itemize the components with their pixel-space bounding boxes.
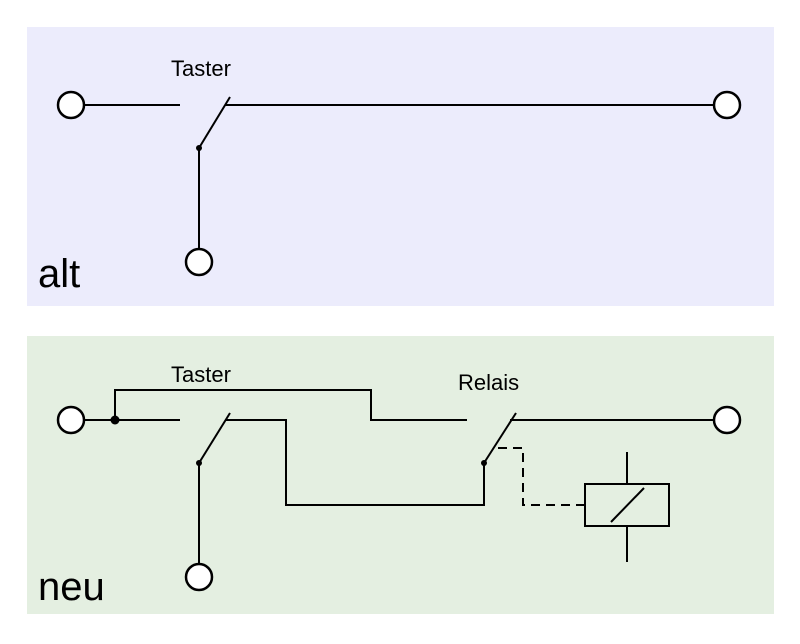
alt-switch-label: Taster [171, 56, 231, 81]
neu-terminal-right [712, 405, 742, 435]
neu-panel-label: neu [38, 565, 105, 609]
neu-terminal-bottom [184, 562, 214, 592]
neu-coil-slash [610, 487, 645, 523]
neu-terminal-left [56, 405, 86, 435]
neu-switch-label: Taster [171, 362, 231, 387]
alt-terminal-left [56, 90, 86, 120]
neu-wire-to-relay [225, 419, 485, 506]
neu-wire-bypass [114, 389, 450, 421]
neu-switch-blade [198, 412, 231, 464]
alt-terminal-right [712, 90, 742, 120]
neu-relay-label: Relais [458, 370, 519, 395]
neu-relay-blade [483, 412, 517, 464]
alt-panel-label: alt [38, 252, 80, 296]
panel-neu-background [27, 336, 774, 614]
alt-switch-blade [198, 96, 231, 149]
neu-relay-pivot [481, 460, 487, 466]
panel-alt: Taster alt [27, 27, 774, 306]
neu-relay-linkage [498, 447, 585, 506]
panel-neu: Taster Relais neu [27, 336, 774, 614]
panel-alt-background [27, 27, 774, 306]
alt-terminal-bottom [184, 247, 214, 277]
